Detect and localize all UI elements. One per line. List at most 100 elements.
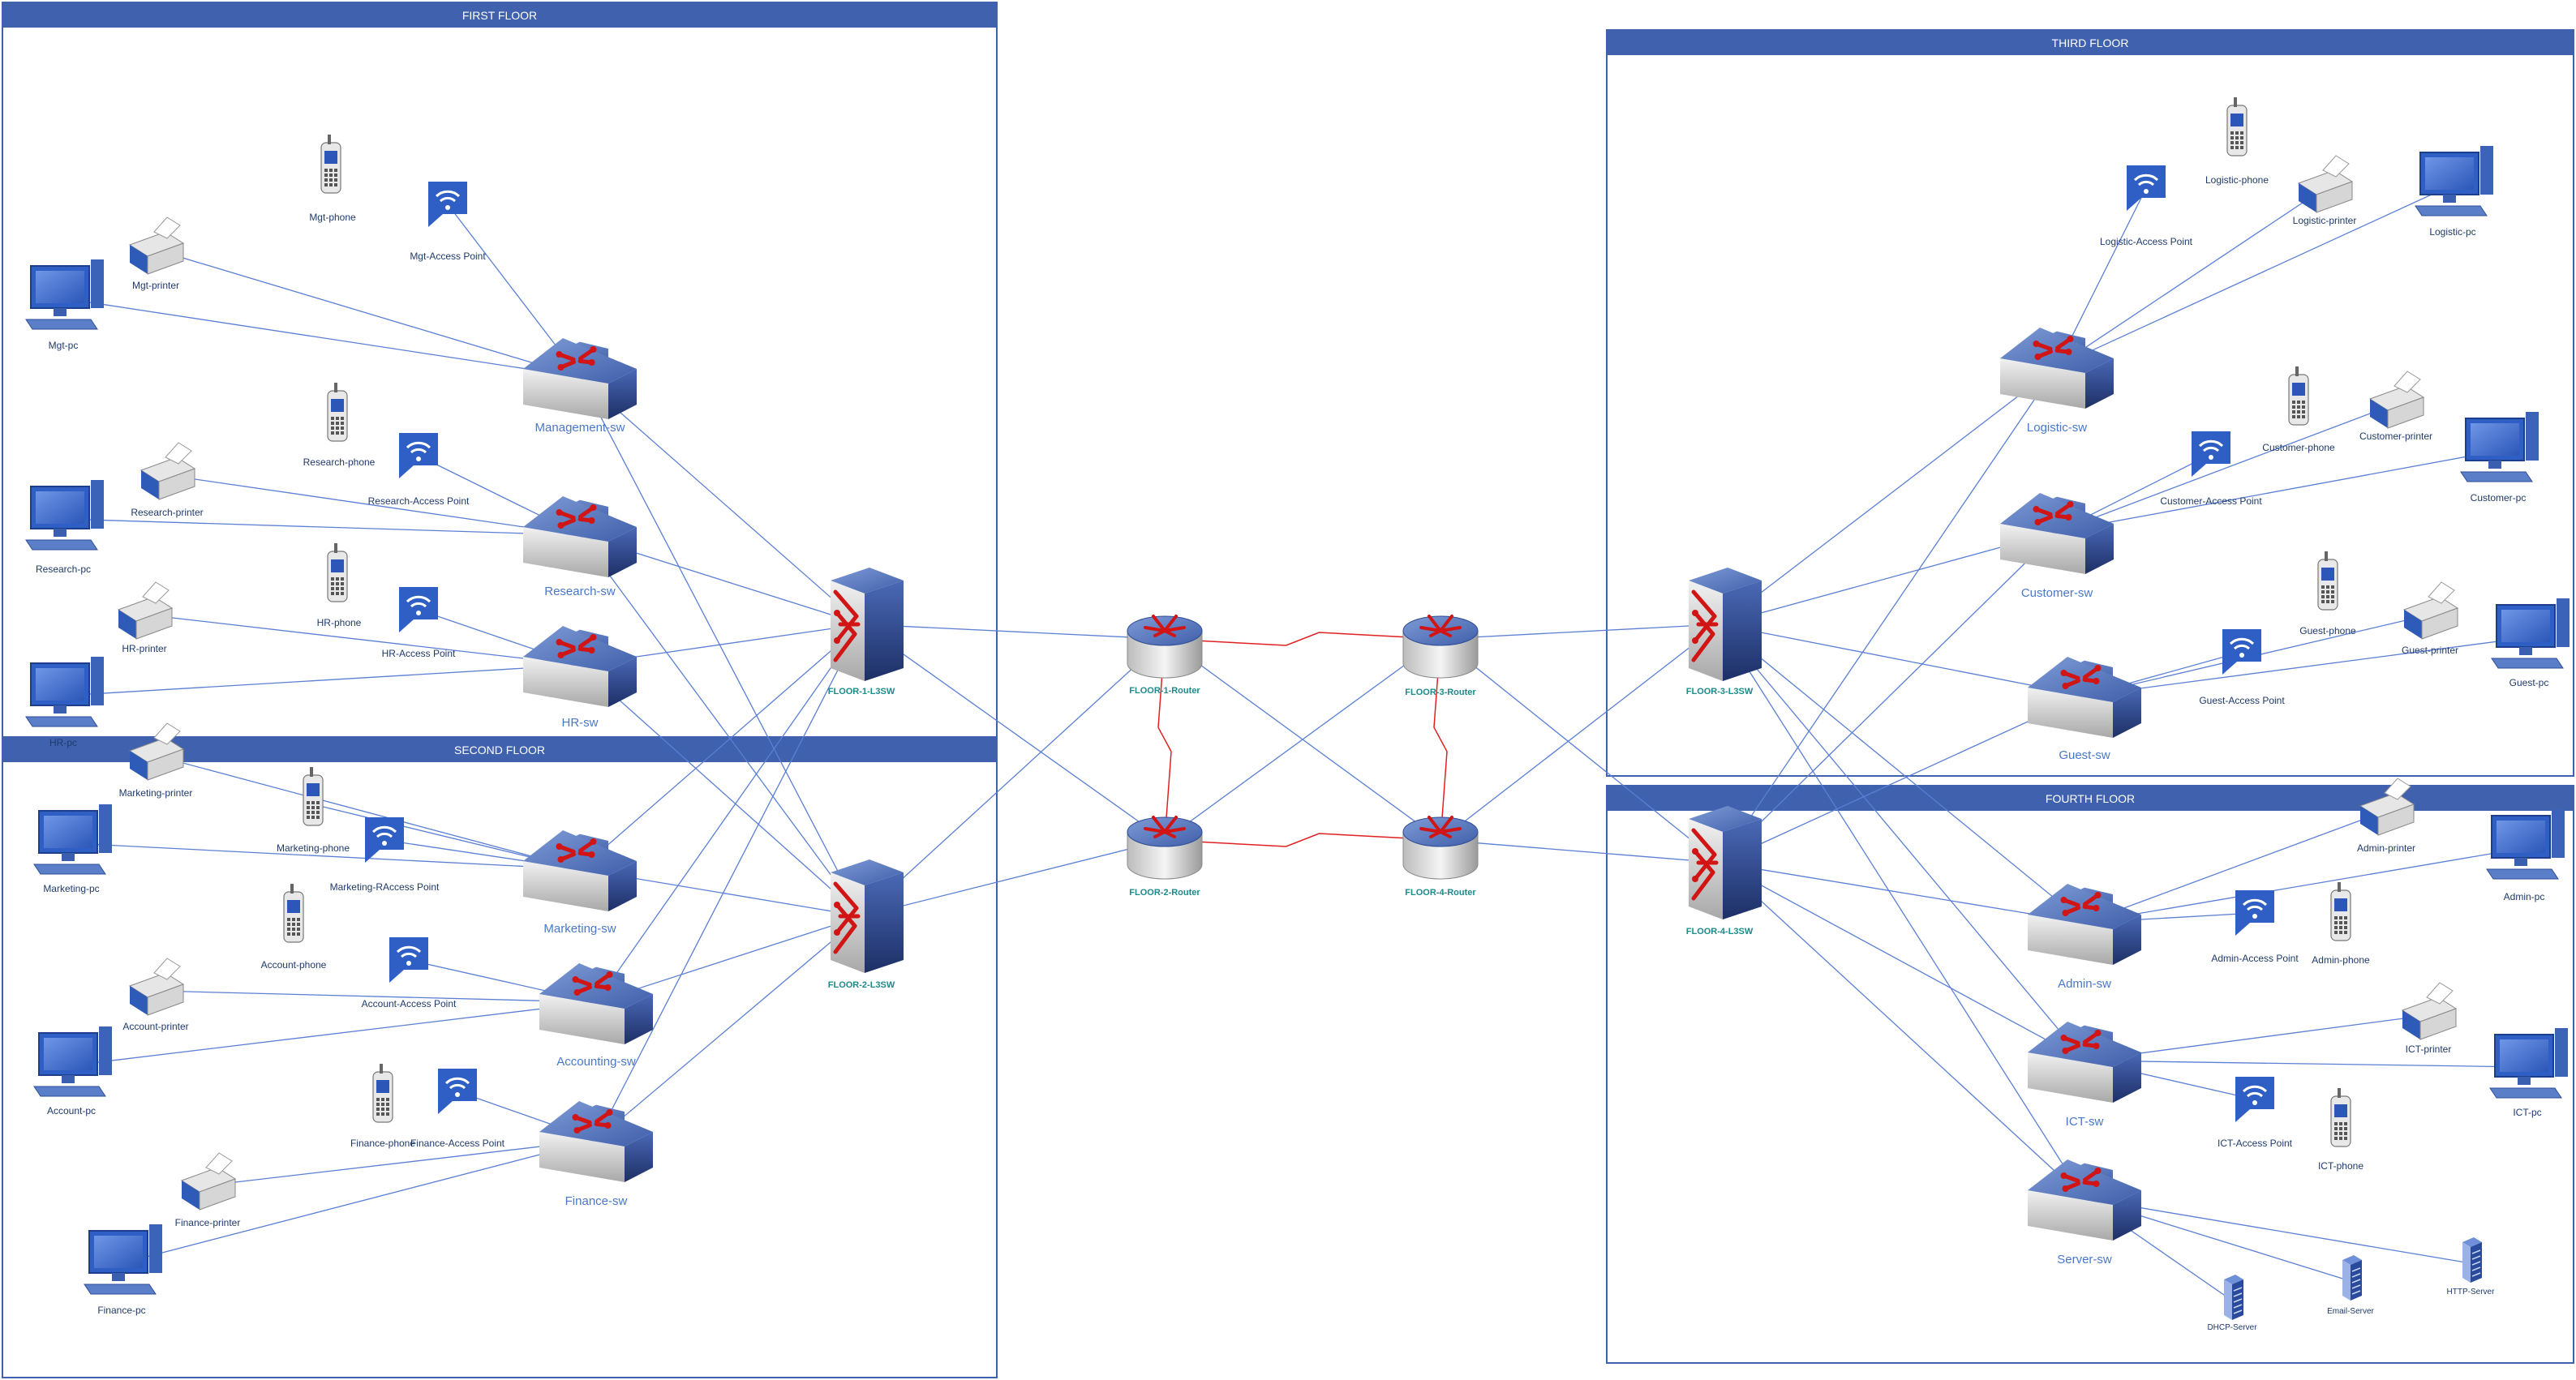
node-label: Account-Access Point bbox=[362, 998, 457, 1009]
node-l3-l3-4[interactable]: FLOOR-4-L3SW bbox=[1686, 806, 1762, 936]
ap-icon bbox=[428, 182, 467, 227]
node-pc-fin-pc[interactable]: Finance-pc bbox=[84, 1224, 162, 1316]
node-ap-mkt-ap[interactable]: Marketing-RAccess Point bbox=[330, 817, 440, 893]
node-switch-adm-sw[interactable]: Admin-sw bbox=[2028, 884, 2141, 991]
node-label: Mgt-pc bbox=[49, 340, 79, 351]
printer-icon bbox=[2297, 155, 2354, 213]
node-router-r1[interactable]: FLOOR-1-Router bbox=[1127, 615, 1203, 696]
node-phone-mkt-phone[interactable]: Marketing-phone bbox=[277, 767, 350, 854]
node-label: Server-sw bbox=[2057, 1253, 2112, 1266]
link-adm_sw-adm_printer bbox=[2084, 810, 2387, 924]
node-pc-mkt-pc[interactable]: Marketing-pc bbox=[33, 804, 112, 894]
node-phone-acc-phone[interactable]: Account-phone bbox=[261, 884, 327, 971]
node-switch-res-sw[interactable]: Research-sw bbox=[523, 496, 637, 598]
node-pc-adm-pc[interactable]: Admin-pc bbox=[2486, 809, 2565, 902]
node-pc-gst-pc[interactable]: Guest-pc bbox=[2491, 598, 2570, 688]
node-l3-l3-2[interactable]: FLOOR-2-L3SW bbox=[828, 859, 904, 990]
node-label: ICT-printer bbox=[2406, 1044, 2452, 1055]
node-switch-mgt-sw[interactable]: Management-sw bbox=[523, 338, 637, 435]
node-printer-hr-printer[interactable]: HR-printer bbox=[117, 581, 174, 654]
node-pc-hr-pc[interactable]: HR-pc bbox=[25, 657, 104, 748]
node-label: Marketing-printer bbox=[119, 787, 193, 799]
node-printer-gst-printer[interactable]: Guest-printer bbox=[2402, 581, 2459, 656]
server-icon bbox=[2342, 1255, 2362, 1301]
link-l3_4-cus_sw bbox=[1719, 531, 2058, 864]
node-label: FLOOR-2-Router bbox=[1129, 888, 1200, 898]
link-res_printer-res_sw bbox=[166, 474, 581, 536]
ap-icon bbox=[2222, 629, 2261, 675]
node-switch-srv-sw[interactable]: Server-sw bbox=[2028, 1159, 2141, 1266]
node-phone-adm-phone[interactable]: Admin-phone bbox=[2312, 882, 2370, 966]
node-switch-gst-sw[interactable]: Guest-sw bbox=[2028, 657, 2141, 762]
node-switch-fin-sw[interactable]: Finance-sw bbox=[539, 1101, 653, 1208]
node-printer-acc-printer[interactable]: Account-printer bbox=[122, 958, 189, 1032]
node-ap-acc-ap[interactable]: Account-Access Point bbox=[362, 937, 457, 1009]
node-ap-gst-ap[interactable]: Guest-Access Point bbox=[2199, 629, 2285, 706]
node-switch-mkt-sw[interactable]: Marketing-sw bbox=[523, 830, 637, 936]
serial-link-r3-r4 bbox=[1433, 638, 1448, 841]
link-mgt_sw-l3_2 bbox=[579, 376, 862, 917]
node-ap-mgt-ap[interactable]: Mgt-Access Point bbox=[410, 182, 486, 262]
node-pc-log-pc[interactable]: Logistic-pc bbox=[2415, 146, 2493, 238]
node-l3-l3-3[interactable]: FLOOR-3-L3SW bbox=[1686, 568, 1762, 696]
l3-icon bbox=[831, 859, 904, 973]
node-phone-fin-phone[interactable]: Finance-phone bbox=[350, 1064, 415, 1149]
node-phone-log-phone[interactable]: Logistic-phone bbox=[2205, 97, 2269, 186]
link-adm_sw-adm_pc bbox=[2084, 847, 2525, 924]
node-phone-res-phone[interactable]: Research-phone bbox=[303, 383, 376, 468]
node-phone-cus-phone[interactable]: Customer-phone bbox=[2262, 366, 2335, 453]
node-switch-log-sw[interactable]: Logistic-sw bbox=[2000, 328, 2114, 435]
node-printer-cus-printer[interactable]: Customer-printer bbox=[2359, 371, 2432, 442]
node-router-r3[interactable]: FLOOR-3-Router bbox=[1402, 615, 1479, 697]
pc-icon bbox=[25, 259, 104, 330]
node-phone-gst-phone[interactable]: Guest-phone bbox=[2299, 551, 2356, 636]
node-printer-res-printer[interactable]: Research-printer bbox=[131, 442, 204, 518]
node-label: Research-phone bbox=[303, 456, 376, 468]
link-hr_sw-l3_2 bbox=[579, 664, 862, 917]
node-printer-mkt-printer[interactable]: Marketing-printer bbox=[119, 722, 193, 799]
node-phone-ict-phone[interactable]: ICT-phone bbox=[2318, 1088, 2363, 1172]
node-pc-ict-pc[interactable]: ICT-pc bbox=[2489, 1028, 2568, 1118]
node-phone-mgt-phone[interactable]: Mgt-phone bbox=[309, 135, 356, 223]
pc-icon bbox=[84, 1224, 162, 1295]
node-switch-cus-sw[interactable]: Customer-sw bbox=[2000, 493, 2114, 600]
node-server-dhcp[interactable]: DHCP-Server bbox=[2207, 1275, 2257, 1332]
node-printer-mgt-printer[interactable]: Mgt-printer bbox=[128, 216, 185, 291]
node-server-email[interactable]: Email-Server bbox=[2327, 1255, 2375, 1316]
node-label: Research-printer bbox=[131, 507, 203, 518]
floor-third-frame: THIRD FLOOR bbox=[1606, 29, 2574, 777]
node-ap-adm-ap[interactable]: Admin-Access Point bbox=[2211, 890, 2299, 964]
link-l3_4-gst_sw bbox=[1719, 695, 2085, 864]
ap-icon bbox=[438, 1069, 477, 1114]
node-printer-fin-printer[interactable]: Finance-printer bbox=[175, 1152, 241, 1228]
node-ap-hr-ap[interactable]: HR-Access Point bbox=[382, 587, 456, 659]
node-label: Admin-sw bbox=[2058, 977, 2111, 991]
node-ap-fin-ap[interactable]: Finance-Access Point bbox=[410, 1069, 505, 1149]
node-server-http[interactable]: HTTP-Server bbox=[2447, 1237, 2496, 1296]
link-srv_sw-http bbox=[2084, 1198, 2471, 1264]
node-phone-hr-phone[interactable]: HR-phone bbox=[317, 543, 362, 628]
link-l3_4-adm_sw bbox=[1719, 862, 2085, 924]
node-pc-cus-pc[interactable]: Customer-pc bbox=[2460, 412, 2539, 504]
node-switch-acc-sw[interactable]: Accounting-sw bbox=[539, 963, 653, 1069]
link-acc_sw-l3_2 bbox=[595, 915, 862, 1003]
node-ap-ict-ap[interactable]: ICT-Access Point bbox=[2218, 1077, 2293, 1149]
node-pc-res-pc[interactable]: Research-pc bbox=[25, 480, 104, 575]
node-pc-mgt-pc[interactable]: Mgt-pc bbox=[25, 259, 104, 351]
node-printer-ict-printer[interactable]: ICT-printer bbox=[2401, 982, 2458, 1055]
node-printer-adm-printer[interactable]: Admin-printer bbox=[2357, 778, 2415, 854]
phone-icon bbox=[2226, 97, 2248, 156]
printer-icon bbox=[180, 1152, 237, 1211]
link-r4-l3_4 bbox=[1440, 839, 1720, 864]
node-router-r4[interactable]: FLOOR-4-Router bbox=[1402, 816, 1479, 898]
node-pc-acc-pc[interactable]: Account-pc bbox=[33, 1026, 112, 1116]
node-switch-hr-sw[interactable]: HR-sw bbox=[523, 626, 637, 730]
link-r2-r3 bbox=[1164, 638, 1441, 841]
node-ap-cus-ap[interactable]: Customer-Access Point bbox=[2160, 431, 2262, 507]
node-router-r2[interactable]: FLOOR-2-Router bbox=[1127, 816, 1203, 898]
node-l3-l3-1[interactable]: FLOOR-1-L3SW bbox=[828, 568, 904, 696]
node-ap-log-ap[interactable]: Logistic-Access Point bbox=[2100, 165, 2193, 247]
node-switch-ict-sw[interactable]: ICT-sw bbox=[2028, 1022, 2141, 1129]
node-printer-log-printer[interactable]: Logistic-printer bbox=[2293, 155, 2357, 226]
node-ap-res-ap[interactable]: Research-Access Point bbox=[368, 433, 470, 507]
